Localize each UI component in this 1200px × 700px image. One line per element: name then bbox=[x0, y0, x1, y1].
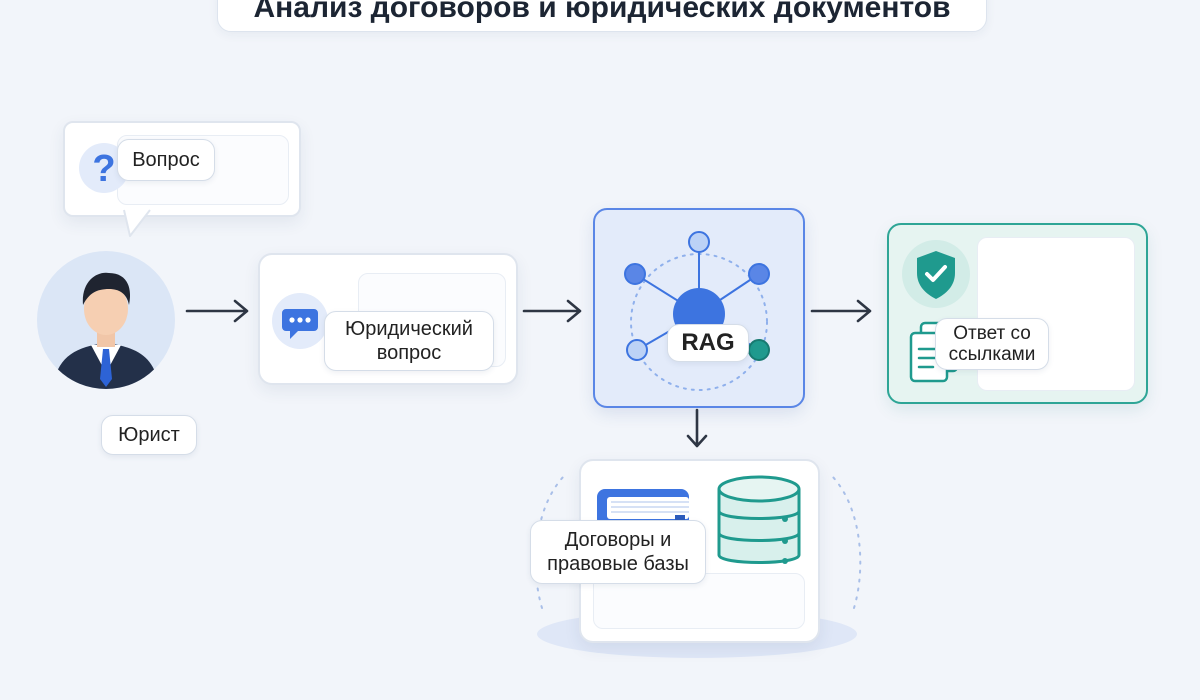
network-icon bbox=[624, 231, 770, 391]
rag-label: RAG bbox=[667, 324, 749, 362]
arrow-question-to-rag bbox=[522, 299, 582, 323]
legal-question-label: Юридический вопрос bbox=[324, 311, 494, 371]
question-label-text: Вопрос bbox=[132, 149, 200, 171]
answer-card: Ответ со ссылками bbox=[887, 223, 1148, 404]
arrow-rag-to-knowledge-base bbox=[686, 408, 708, 448]
page-title: Анализ договоров и юридических документо… bbox=[253, 0, 951, 24]
rag-card: RAG bbox=[593, 208, 805, 408]
lawyer-label: Юрист bbox=[101, 415, 197, 455]
answer-label: Ответ со ссылками bbox=[935, 318, 1049, 370]
lawyer-avatar-icon bbox=[37, 251, 175, 389]
question-label: Вопрос bbox=[117, 139, 215, 181]
shield-check-icon bbox=[902, 240, 970, 308]
arrow-rag-to-answer bbox=[810, 299, 872, 323]
answer-label-text: Ответ со ссылками bbox=[948, 323, 1036, 365]
svg-text:?: ? bbox=[92, 148, 115, 190]
knowledge-base-label-text: Договоры и правовые базы bbox=[547, 529, 689, 575]
arrow-lawyer-to-question bbox=[185, 299, 249, 323]
bubble-tail bbox=[123, 207, 151, 237]
lawyer-label-text: Юрист bbox=[118, 424, 180, 446]
legal-question-label-text: Юридический вопрос bbox=[345, 318, 473, 364]
title-box: Анализ договоров и юридических документо… bbox=[217, 0, 987, 32]
question-bubble: ? Вопрос bbox=[63, 121, 301, 217]
legal-question-card: Юридический вопрос bbox=[258, 253, 518, 385]
chat-icon bbox=[272, 293, 328, 349]
rag-label-text: RAG bbox=[681, 329, 735, 356]
knowledge-base-label: Договоры и правовые базы bbox=[530, 520, 706, 584]
database-icon bbox=[717, 475, 801, 564]
